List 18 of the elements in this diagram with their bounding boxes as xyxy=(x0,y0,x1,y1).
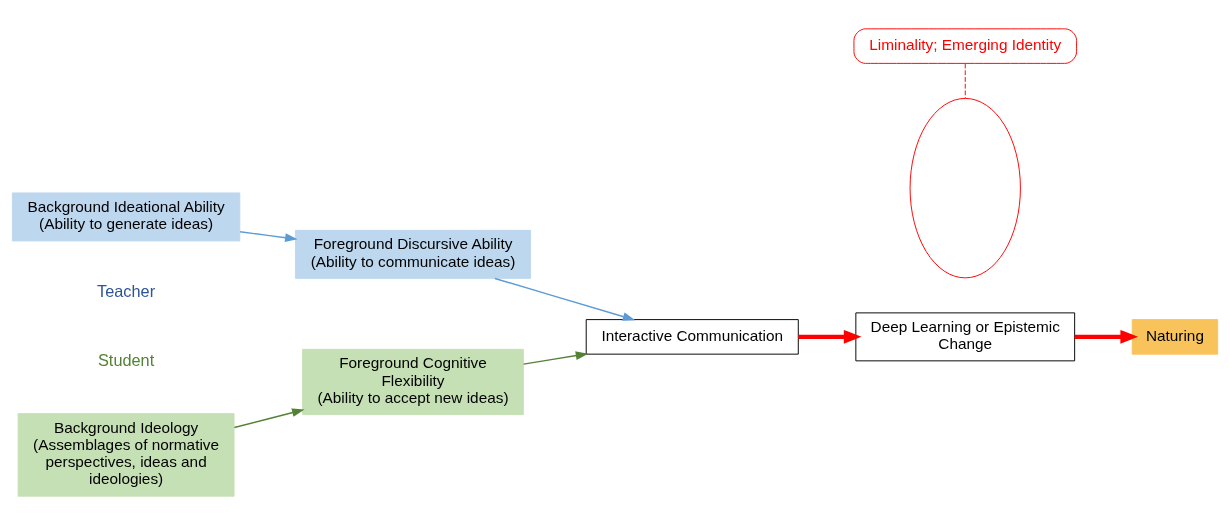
node-box: Liminality; Emerging Identity xyxy=(853,27,1078,64)
connector xyxy=(964,62,966,99)
arrow xyxy=(494,277,636,321)
arrow xyxy=(1074,329,1139,344)
node-box: Interactive Communication xyxy=(585,318,799,355)
label: Student xyxy=(97,350,155,369)
node-box: Naturing xyxy=(1131,318,1219,355)
node-box: Background Ideology (Assemblages of normative perspectives, ideas and ideologies) xyxy=(17,412,235,497)
node-box: Background Ideational Ability (Ability to generate ideas) xyxy=(11,191,241,241)
arrow xyxy=(798,329,862,344)
arrow xyxy=(233,407,305,428)
arrow xyxy=(239,230,298,242)
arrow xyxy=(522,350,589,365)
node-box: Deep Learning or Epistemic Change xyxy=(855,311,1076,361)
node-box: Foreground Discursive Ability (Ability to communicate ideas) xyxy=(294,229,532,279)
node-box: Foreground Cognitive Flexibility (Ability to accept new ideas) xyxy=(302,348,524,415)
node-ellipse xyxy=(909,97,1021,278)
label: Teacher xyxy=(97,281,156,300)
